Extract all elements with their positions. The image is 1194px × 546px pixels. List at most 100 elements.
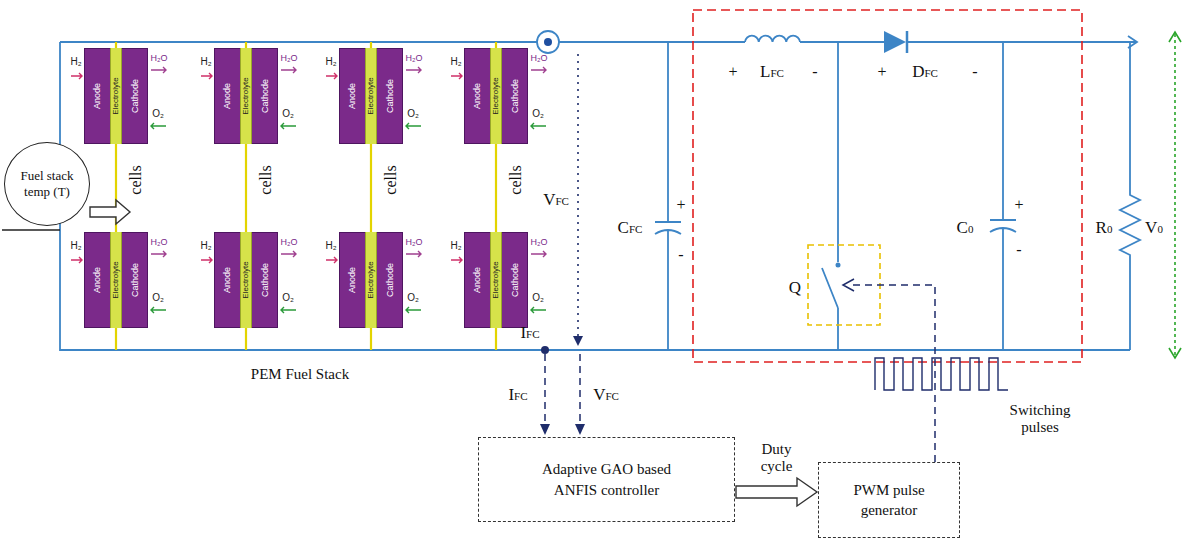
switch-contact: [836, 263, 841, 268]
electrolyte-label: Electrolyte: [112, 261, 120, 298]
gas-arrow: [531, 307, 546, 313]
gas-label: H₂: [450, 57, 461, 67]
gas-label: O₂: [282, 109, 294, 119]
voltage-sense-line: [579, 354, 581, 426]
electrode-label: Anode: [348, 83, 357, 109]
node-text: Adaptive GAO based ANFIS controller: [524, 459, 689, 500]
pwm-box: PWM pulse generator: [818, 462, 960, 538]
gas-label: H₂O: [531, 54, 548, 63]
electrode-label: Anode: [473, 267, 482, 293]
electrode-label: Cathode: [131, 263, 140, 297]
electrolyte-label: Electrolyte: [367, 77, 375, 114]
electrolyte-label: Electrolyte: [242, 261, 250, 298]
label-text: cells: [257, 165, 275, 194]
gas-label: O₂: [532, 293, 544, 303]
gas-arrow: [281, 123, 296, 129]
gas-label: H₂: [325, 57, 336, 67]
fuel-cell: H₂AnodeElectrolyteCathodeH₂OO₂: [200, 230, 300, 330]
label-text: Q: [789, 279, 801, 298]
gas-arrow: [531, 67, 546, 73]
gas-arrow: [451, 73, 462, 79]
fuel-cell: H₂AnodeElectrolyteCathodeH₂OO₂: [325, 230, 425, 330]
electrode-label: Anode: [223, 267, 232, 293]
label-text: V0: [1145, 219, 1163, 238]
current-sensor: [537, 31, 559, 53]
gas-label: H₂O: [281, 54, 298, 63]
electrode-label: Cathode: [261, 79, 270, 113]
capacitor-symbol: [655, 42, 681, 350]
gas-arrow: [326, 73, 337, 79]
electrode-label: Cathode: [386, 263, 395, 297]
diode-bar: [906, 31, 909, 53]
fuel-cell: H₂AnodeElectrolyteCathodeH₂OO₂: [200, 46, 300, 146]
label-text: cells: [382, 165, 400, 194]
label-text: +: [728, 63, 737, 81]
current-sense-line: [544, 354, 546, 426]
gas-label: H₂: [70, 57, 81, 67]
pulse-waveform: [875, 358, 1008, 390]
connector-arrow: [736, 478, 817, 506]
fuel-cell: H₂ Anode Electrolyte Cathode H₂O O₂: [450, 230, 550, 330]
gas-label: O₂: [407, 109, 419, 119]
current-sensor-dot: [544, 38, 552, 46]
arrowhead: [1169, 32, 1181, 358]
current-node-dot: [541, 346, 549, 354]
gas-label: H₂O: [281, 238, 298, 247]
electrode-label: Anode: [93, 267, 102, 293]
gas-arrow: [326, 257, 337, 263]
label-text: -: [1016, 241, 1021, 259]
gas-label: O₂: [282, 293, 294, 303]
gas-label: O₂: [407, 293, 419, 303]
gas-label: H₂: [325, 241, 336, 251]
fuel-cell: H₂AnodeElectrolyteCathodeH₂OO₂: [450, 46, 550, 146]
gas-label: H₂: [450, 241, 461, 251]
gas-label: H₂O: [406, 238, 423, 247]
resistor-symbol: [1120, 42, 1140, 350]
output-voltage-arrow: [1174, 34, 1176, 356]
inductor-symbol: [745, 36, 800, 42]
gas-arrow: [531, 123, 546, 129]
label-text: +: [877, 63, 886, 81]
hollow-arrow-connector: [736, 478, 817, 506]
electrode-label: Cathode: [131, 79, 140, 113]
sensor-base-line: [2, 229, 60, 231]
gas-arrow: [151, 67, 166, 73]
gas-label: H₂: [70, 241, 81, 251]
fuel-cell: H₂AnodeElectrolyteCathodeH₂OO₂: [325, 46, 425, 146]
label-text: VFC: [543, 191, 569, 210]
gas-arrow: [151, 251, 166, 257]
gas-arrow: [531, 251, 546, 257]
label-text: VFC: [593, 386, 619, 405]
electrolyte-label: Electrolyte: [492, 261, 500, 298]
converter-boundary: [693, 10, 1082, 362]
label-text: CFC: [618, 219, 643, 238]
temperature-circle: Fuel stack temp (T): [4, 142, 90, 226]
gas-label: H₂O: [531, 238, 548, 247]
label-text: -: [972, 63, 977, 81]
label-text: PEM Fuel Stack: [251, 366, 349, 383]
return-wire: [60, 42, 1130, 350]
gas-arrow: [281, 67, 296, 73]
label-text: C0: [957, 219, 974, 238]
gas-label: H₂: [200, 57, 211, 67]
gas-arrow: [201, 73, 212, 79]
electrode-label: Cathode: [511, 263, 520, 297]
gas-arrow: [151, 307, 166, 313]
gas-label: H₂: [200, 241, 211, 251]
label-text: IFC: [508, 386, 527, 405]
label-text: -: [812, 63, 817, 81]
gas-arrow: [71, 73, 82, 79]
top-wire: [559, 41, 745, 43]
controller-box: Adaptive GAO based ANFIS controller: [478, 437, 735, 522]
electrode-label: Anode: [93, 83, 102, 109]
node-text: Fuel stack temp (T): [12, 168, 82, 199]
top-wire: [800, 41, 884, 43]
switch-symbol: [822, 42, 838, 350]
label-text: cells: [127, 165, 145, 194]
label-text: IFC: [520, 324, 539, 343]
electrolyte-label: Electrolyte: [492, 77, 500, 114]
electrolyte-label: Electrolyte: [367, 261, 375, 298]
gas-label: O₂: [152, 109, 164, 119]
gas-arrow: [71, 257, 82, 263]
electrode-label: Anode: [473, 83, 482, 109]
